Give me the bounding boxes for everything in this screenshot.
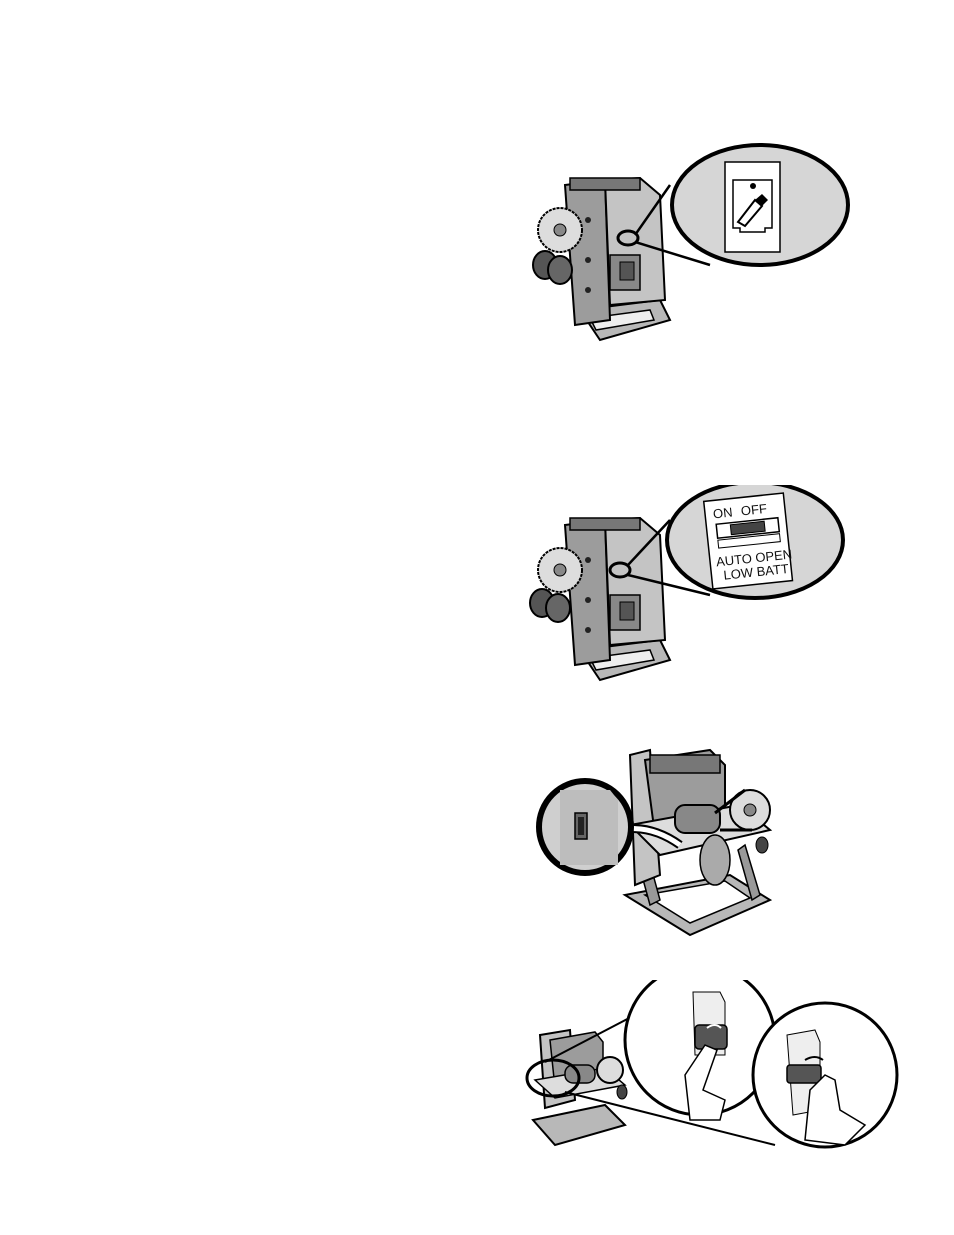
switch-off-label: OFF xyxy=(740,501,767,519)
figure-3-rocker xyxy=(530,735,790,945)
figure-1-breaker xyxy=(520,140,860,360)
operator-breaker-illustration xyxy=(520,140,860,360)
switch-on-label: ON xyxy=(712,505,733,522)
operator-rear-illustration xyxy=(530,735,790,945)
figure-4-press xyxy=(525,980,905,1150)
operator-switch-illustration: ON OFF AUTO OPEN LOW BATT xyxy=(520,485,850,695)
operator-press-illustration xyxy=(525,980,905,1150)
figure-2-switch: ON OFF AUTO OPEN LOW BATT xyxy=(520,485,850,695)
